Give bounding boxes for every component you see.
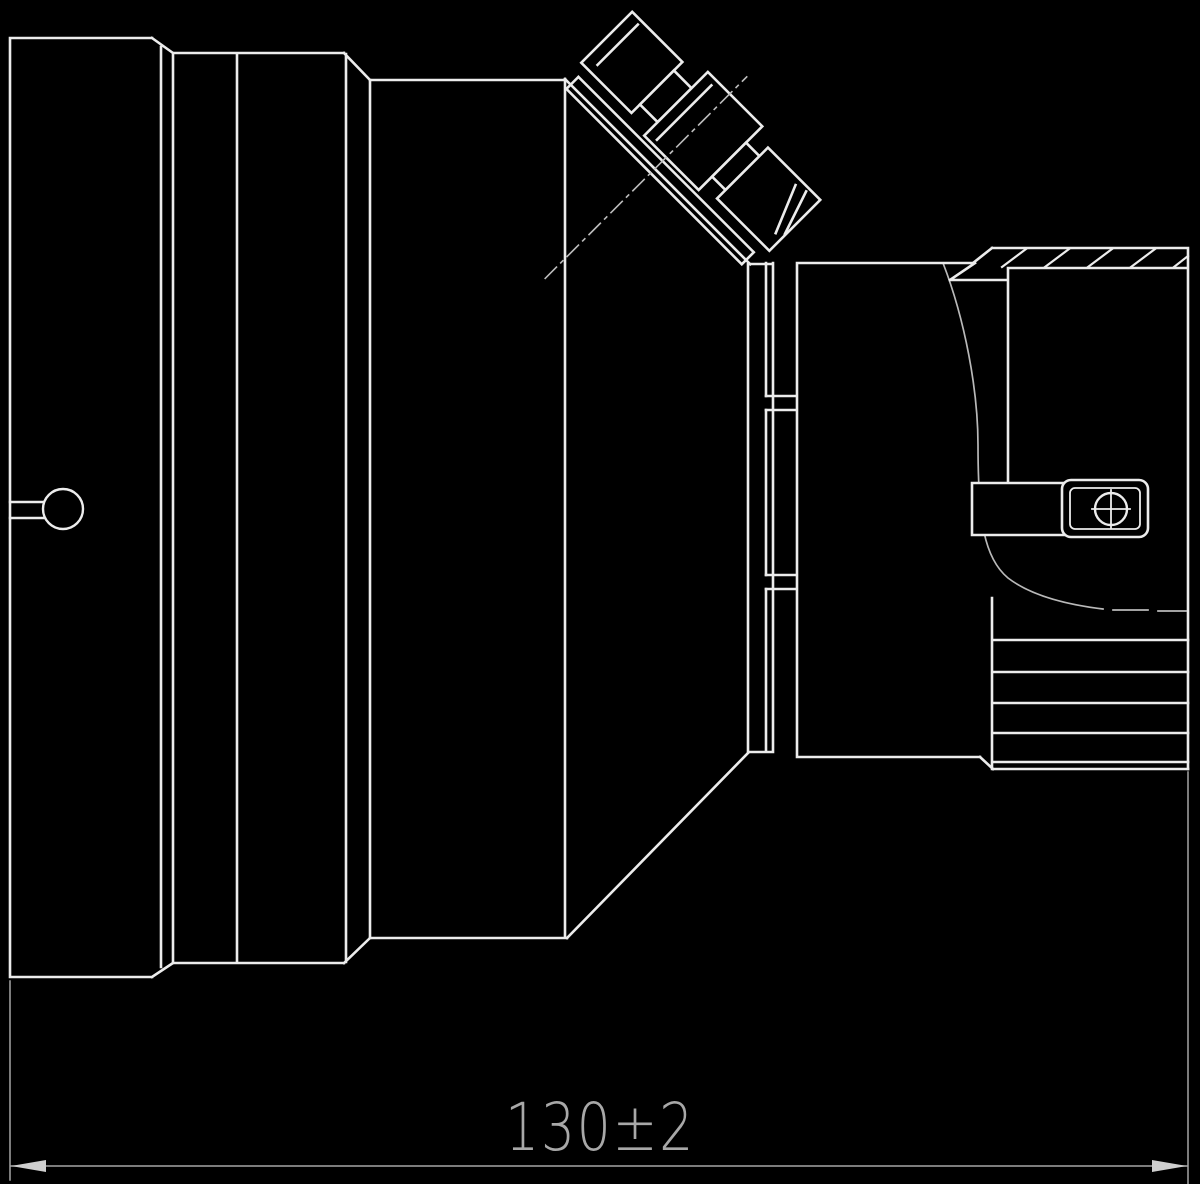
cone-taper: [565, 751, 750, 940]
flange-outline: [746, 261, 775, 754]
cone-bottom-edge: [565, 751, 750, 940]
mid-section-path: [171, 51, 372, 965]
rear-cap-outline: [8, 36, 569, 979]
dimension-text: 130±2: [505, 1089, 695, 1166]
flange-slot-ticks: [764, 394, 797, 591]
dimension-arrow-left: [11, 1160, 46, 1172]
screw-cross-slot: [1091, 489, 1131, 529]
gland-face-lines: [563, 75, 756, 267]
dimension-group: 130±2: [9, 771, 1189, 1184]
pin-ball: [41, 487, 85, 531]
boot-curve-dashes: [1112, 609, 1187, 612]
dimension-arrow-right: [1152, 1160, 1187, 1172]
rear-cap-path: [8, 36, 175, 979]
boot-curve: [941, 261, 1104, 610]
body-outline: [795, 261, 995, 771]
screw-plate: [970, 478, 1150, 539]
flange-strip: [746, 261, 797, 754]
gland-centerline: [544, 75, 748, 280]
gland-nut-outer: [715, 145, 823, 253]
gland-hex-flat-lines: [595, 22, 808, 236]
angled-gland-group: [544, 9, 823, 280]
knurl-band: [948, 246, 1190, 771]
pin-stub-lines: [8, 500, 50, 520]
connector-body: [795, 246, 1190, 771]
screw-housing-inner: [1069, 487, 1141, 530]
strain-relief-ribs: [990, 596, 1190, 771]
front-cylinder-path: [368, 77, 569, 940]
pin-detail: [8, 487, 85, 531]
knurl-hatch: [1000, 247, 1190, 269]
